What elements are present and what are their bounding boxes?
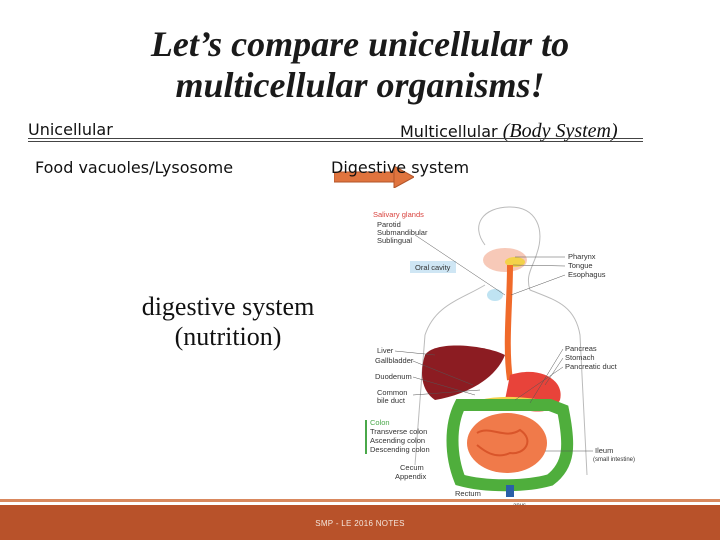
body-system-note: (Body System) [502,120,618,142]
label-common: Common [377,388,407,397]
label-ileum: Ileum [595,446,613,455]
label-ascending-colon: Ascending colon [370,436,425,445]
label-appendix: Appendix [395,472,427,481]
footer-text: SMP - LE 2016 NOTES [315,519,405,528]
label-tongue: Tongue [568,261,593,270]
label-small-intestine: (small intestine) [593,457,635,463]
multicellular-label: Multicellular [400,122,498,141]
label-anus: anus [513,503,526,505]
label-transverse-colon: Transverse colon [370,427,427,436]
food-vacuoles-text: Food vacuoles/Lysosome [35,158,234,177]
label-submandibular: Submandibular [377,228,428,237]
label-descending-colon: Descending colon [370,445,430,454]
label-colon: Colon [370,418,390,427]
label-pharynx: Pharynx [568,252,596,261]
colon-shape [446,399,574,492]
label-salivary-glands: Salivary glands [373,210,424,219]
label-cecum: Cecum [400,463,424,472]
label-parotid: Parotid [377,220,401,229]
caption-line-1: digestive system [141,292,315,321]
label-stomach: Stomach [565,353,595,362]
diagram-caption: digestive system (nutrition) [128,292,328,352]
header-rule-bottom [28,141,643,142]
liver-shape [422,345,505,400]
label-esophagus: Esophagus [568,270,606,279]
slide-title: Let’s compare unicellular to multicellul… [0,24,720,106]
small-intestine-folds [476,428,529,457]
label-rectum: Rectum [455,489,481,498]
header-rule-top [28,138,643,139]
label-gallbladder: Gallbladder [375,356,414,365]
digestive-system-text: Digestive system [331,158,470,177]
title-line-2: multicellular organisms! [175,65,545,105]
label-bile-duct: bile duct [377,396,406,405]
digestive-system-diagram: Salivary glands Parotid Submandibular Su… [365,206,635,505]
unicellular-header: Unicellular [28,120,113,139]
label-sublingual: Sublingual [377,236,412,245]
small-intestine-shape [467,413,547,473]
esophagus-shape [504,264,513,381]
body-outline [478,206,588,476]
label-pancreas: Pancreas [565,344,597,353]
label-oral-cavity: Oral cavity [415,263,451,272]
footer-accent-line [0,499,720,502]
multicellular-header: Multicellular (Body System) [400,120,618,143]
title-line-1: Let’s compare unicellular to [150,24,570,64]
arrow-right-icon [334,166,414,188]
leader-lines [394,234,593,452]
salivary-gland-shape [487,289,503,301]
label-liver: Liver [377,346,394,355]
parotid-gland-shape [505,257,525,267]
footer-band [0,505,720,540]
oral-cavity-label-box [410,261,456,273]
body-outline-left [414,284,486,466]
colon-bracket [365,420,367,454]
caption-line-2: (nutrition) [174,322,282,351]
label-duodenum: Duodenum [375,372,412,381]
label-pancreatic-duct: Pancreatic duct [565,362,618,371]
